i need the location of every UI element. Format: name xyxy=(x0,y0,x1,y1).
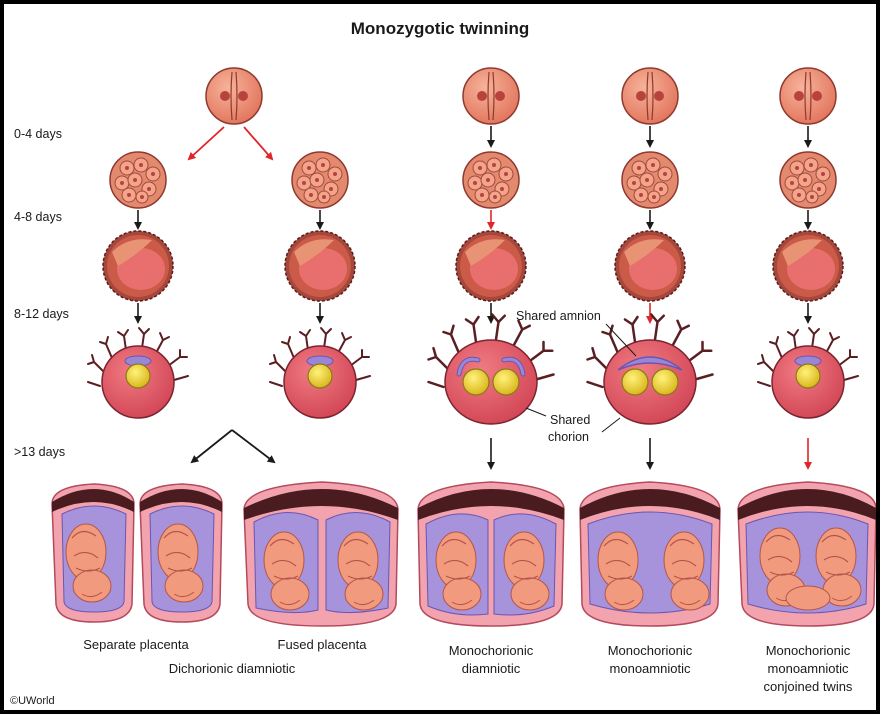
morula-dc-right xyxy=(291,151,349,209)
morula-conjoined xyxy=(779,151,837,209)
annotation-shared-chorion-line2: chorion xyxy=(548,430,589,444)
uterus-monochorionic-monoamniotic xyxy=(579,481,721,627)
caption-conjoined-line2: monoamniotic xyxy=(768,661,849,676)
caption-conjoined-line1: Monochorionic xyxy=(766,643,851,658)
chorionic-sac-conjoined xyxy=(757,327,859,419)
uterus-conjoined-twins xyxy=(737,481,876,627)
uterus-fused-placenta xyxy=(243,481,399,627)
caption-dichorionic-diamniotic: Dichorionic diamniotic xyxy=(169,661,296,676)
chorionic-sac-mcda xyxy=(427,313,555,425)
chevron-arrow-left xyxy=(190,429,233,464)
stage-label-13-days: >13 days xyxy=(14,445,65,459)
blastocyst-conjoined xyxy=(772,230,844,302)
annotation-shared-chorion-line1: Shared xyxy=(550,413,590,427)
stage-label-0-4-days: 0-4 days xyxy=(14,127,62,141)
diagram-title: Monozygotic twinning xyxy=(351,19,529,38)
caption-mcma-line1: Monochorionic xyxy=(608,643,693,658)
chorionic-sac-dc-left xyxy=(87,327,189,419)
morula-mcda xyxy=(462,151,520,209)
uterus-separate-placenta-left xyxy=(51,483,135,623)
blastocyst-mcda xyxy=(455,230,527,302)
chevron-arrow-right xyxy=(231,429,276,464)
stage-label-8-12-days: 8-12 days xyxy=(14,307,69,321)
caption-mcda-line2: diamniotic xyxy=(462,661,521,676)
blastocyst-dc-right xyxy=(284,230,356,302)
caption-fused-placenta: Fused placenta xyxy=(278,637,368,652)
uterus-monochorionic-diamniotic xyxy=(417,481,565,627)
caption-separate-placenta: Separate placenta xyxy=(83,637,189,652)
blastocyst-mcma xyxy=(614,230,686,302)
caption-mcma-line2: monoamniotic xyxy=(610,661,691,676)
copyright-notice: ©UWorld xyxy=(10,695,55,707)
zygote-cell-mcma xyxy=(621,67,679,125)
chorionic-sac-mcma xyxy=(586,313,714,425)
pointer-shared-amnion xyxy=(605,323,637,357)
zygote-cell-conjoined xyxy=(779,67,837,125)
pointer-shared-chorion-left xyxy=(525,407,547,417)
morula-dc-left xyxy=(109,151,167,209)
pointer-shared-chorion-right xyxy=(601,417,621,433)
diagram-canvas: Monozygotic twinning 0-4 days 4-8 days 8… xyxy=(4,4,876,710)
caption-conjoined-line3: conjoined twins xyxy=(764,679,853,694)
stage-label-4-8-days: 4-8 days xyxy=(14,210,62,224)
chorionic-sac-dc-right xyxy=(269,327,371,419)
uterus-separate-placenta-right xyxy=(139,483,223,623)
blastocyst-dc-left xyxy=(102,230,174,302)
monozygotic-twinning-diagram: Monozygotic twinning 0-4 days 4-8 days 8… xyxy=(10,19,876,707)
zygote-cell-dcda xyxy=(205,67,263,125)
split-arrow-right xyxy=(243,126,274,161)
morula-mcma xyxy=(621,151,679,209)
zygote-cell-mcda xyxy=(462,67,520,125)
split-arrow-left xyxy=(187,126,225,161)
caption-mcda-line1: Monochorionic xyxy=(449,643,534,658)
annotation-shared-amnion: Shared amnion xyxy=(516,309,601,323)
